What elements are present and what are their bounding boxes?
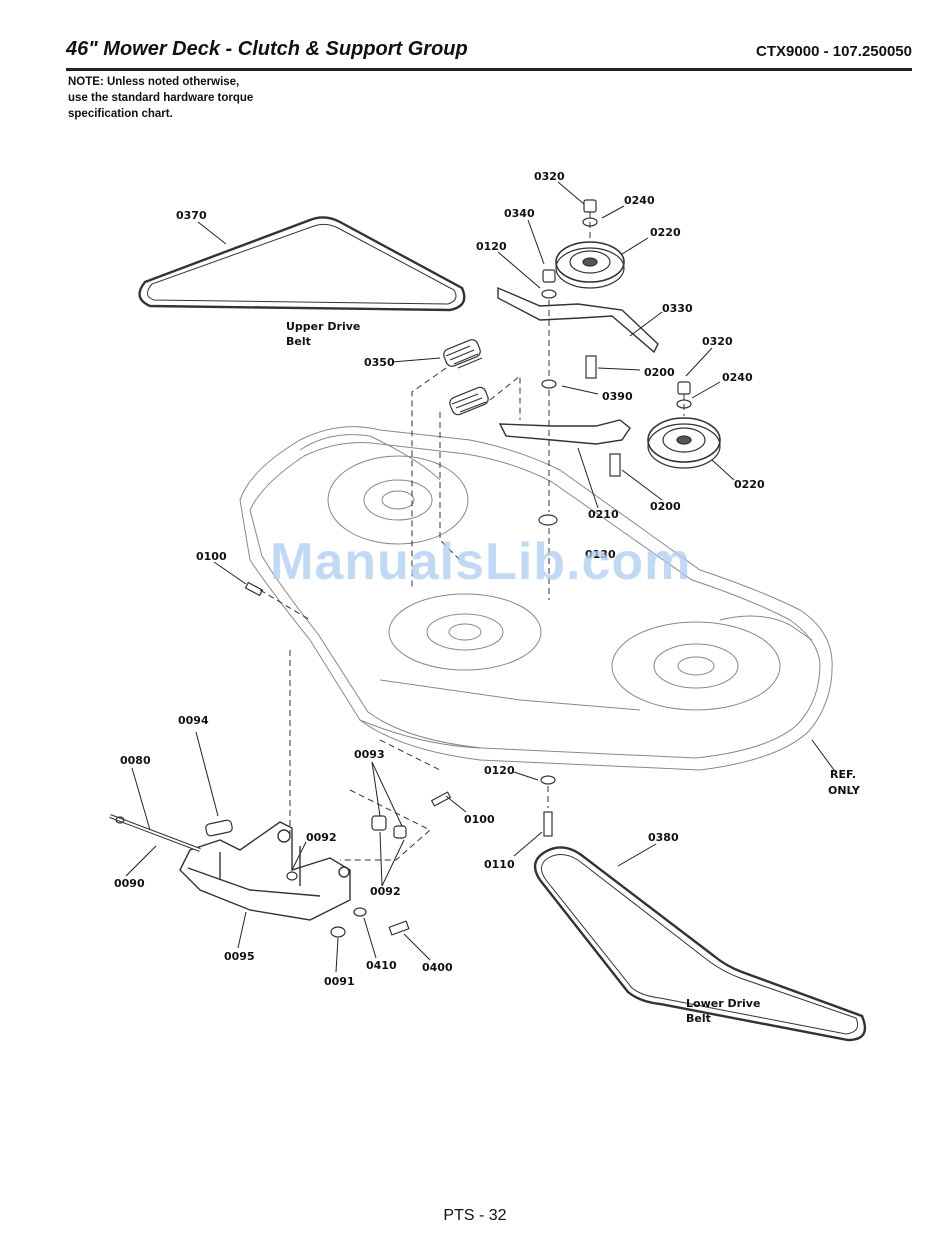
part-label: 0200 [644,366,675,379]
page-title: 46" Mower Deck - Clutch & Support Group [66,38,468,60]
part-label: 0120 [476,240,507,253]
part-label: 0220 [650,226,681,239]
part-label: 0080 [120,754,151,767]
mower-deck [239,426,833,771]
part-label: 0100 [196,550,227,563]
part-label: 0110 [484,858,515,871]
idler-bracket-lower [498,419,631,445]
part-label: 0240 [624,194,655,207]
small-hardware [205,581,452,938]
part-label: 0320 [702,335,733,348]
page-number: PTS - 32 [443,1207,507,1224]
assembly-guides [259,212,685,861]
upper-belt-callout: Upper Drive [286,320,360,333]
center-shaft-hardware [538,269,621,837]
lower-drive-belt [533,846,867,1042]
part-label: 0090 [114,877,145,890]
upper-drive-belt [138,216,466,312]
lower-belt-callout: Belt [686,1012,711,1025]
spring-upper [443,339,483,369]
page-header: 46" Mower Deck - Clutch & Support Group … [66,38,912,71]
watermark: ManualsLib.com [270,533,692,591]
support-rod [109,814,201,852]
part-label: 0400 [422,961,453,974]
part-labels: 0320 0240 0340 0220 0120 0370 0330 0350 … [114,170,861,1025]
note-line-2: use the standard hardware torque [68,92,254,104]
deck-support-bracket [179,821,351,921]
idler-pulley-lower [647,381,721,469]
ref-only-callout: ONLY [828,784,861,797]
upper-belt-callout: Belt [286,335,311,348]
model-number: CTX9000 - 107.250050 [756,43,912,60]
part-label: 0320 [534,170,565,183]
torque-note: NOTE: Unless noted otherwise, use the st… [68,74,328,122]
part-label: 0210 [588,508,619,521]
note-line-1: NOTE: Unless noted otherwise, [68,76,240,88]
part-label: 0092 [306,831,337,844]
part-label: 0130 [585,548,616,561]
part-label: 0380 [648,831,679,844]
part-label: 0120 [484,764,515,777]
part-label: 0095 [224,950,255,963]
part-label: 0370 [176,209,207,222]
part-label: 0094 [178,714,209,727]
idler-arm-upper [497,286,659,354]
part-label: 0091 [324,975,355,988]
part-label: 0240 [722,371,753,384]
note-line-3: specification chart. [68,108,173,120]
part-label: 0350 [364,356,395,369]
lower-belt-callout: Lower Drive [686,997,760,1010]
ref-only-callout: REF. [830,768,856,781]
part-label: 0340 [504,207,535,220]
part-label: 0390 [602,390,633,403]
part-label: 0410 [366,959,397,972]
leader-lines [125,181,835,973]
part-label: 0330 [662,302,693,315]
part-label: 0200 [650,500,681,513]
part-label: 0093 [354,748,385,761]
spring-lower [449,386,489,416]
part-label: 0220 [734,478,765,491]
part-label: 0100 [464,813,495,826]
part-label: 0092 [370,885,401,898]
